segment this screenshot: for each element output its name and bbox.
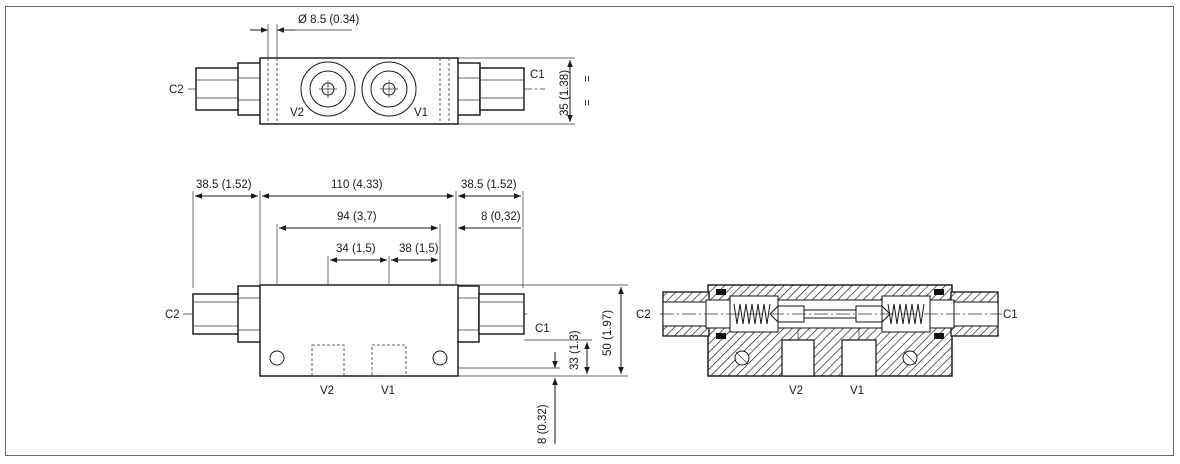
section-view: C2 C1 V2 V1 — [636, 284, 1018, 397]
drawing-frame — [5, 6, 1174, 456]
front-axis-height-dimension: 33 (1.3) — [569, 330, 581, 370]
front-hole-offset-dimension: 8 (0,32) — [481, 211, 521, 223]
section-valve-right-label: V1 — [850, 385, 864, 397]
front-valve-left-label: V2 — [320, 385, 334, 397]
front-port-left-label: C2 — [165, 309, 180, 321]
top-bore-dimension: Ø 8.5 (0.34) — [298, 14, 360, 26]
section-port-right-label: C1 — [1003, 309, 1018, 321]
front-valve-right-label: V1 — [381, 385, 395, 397]
section-port-left-label: C2 — [636, 309, 651, 321]
top-equal-mark-lower: = — [582, 99, 594, 106]
front-right-fitting-dimension: 38.5 (1.52) — [461, 179, 517, 191]
top-port-right-label: C1 — [530, 69, 545, 81]
front-port-right-label: C1 — [535, 323, 550, 335]
front-body-height-dimension: 50 (1.97) — [602, 310, 614, 356]
top-valve-left-label: V2 — [290, 107, 304, 119]
top-height-dimension: 35 (1.38) — [559, 70, 571, 116]
top-port-left-label: C2 — [169, 84, 184, 96]
front-left-fitting-dimension: 38.5 (1.52) — [196, 179, 252, 191]
front-body-length-dimension: 110 (4.33) — [331, 179, 383, 191]
front-bottom-offset-dimension: 8 (0.32) — [537, 404, 549, 444]
top-equal-mark-upper: = — [582, 75, 594, 82]
front-view: 38.5 (1.52) 110 (4.33) 38.5 (1.52) 94 (3… — [165, 179, 628, 444]
top-valve-right-label: V1 — [414, 107, 428, 119]
front-hole-spacing-dimension: 94 (3,7) — [337, 211, 377, 223]
top-view: C2 C1 V2 V1 Ø 8.5 (0.34) 35 (1.38) = = — [169, 14, 594, 125]
front-port-right-dimension: 38 (1,5) — [399, 243, 439, 255]
section-valve-left-label: V2 — [789, 385, 803, 397]
front-port-left-dimension: 34 (1,5) — [336, 243, 376, 255]
